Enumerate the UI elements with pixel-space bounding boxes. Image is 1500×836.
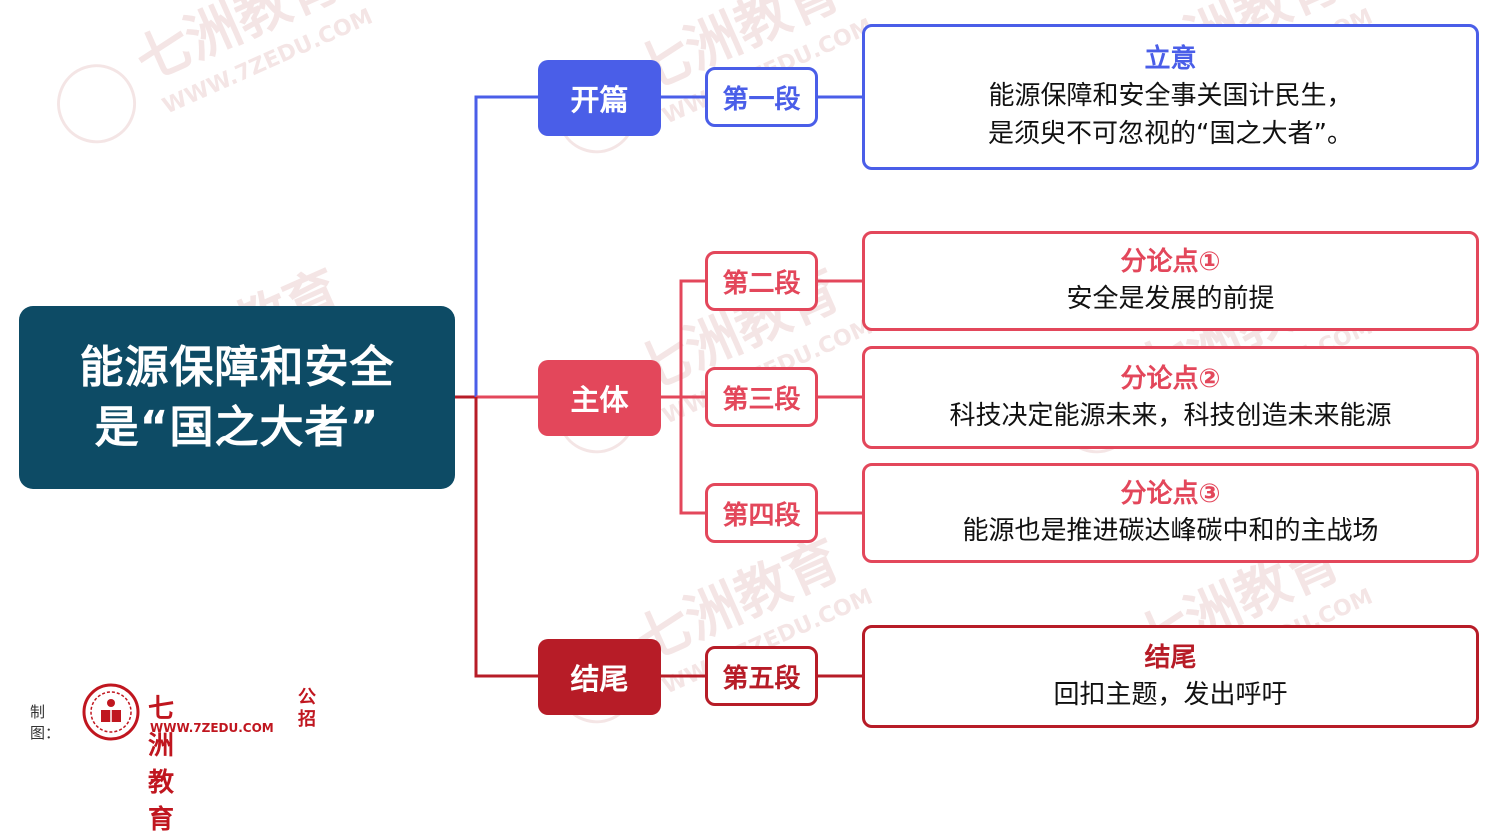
root-title-line1: 能源保障和安全: [79, 341, 395, 393]
section-node-zhuti: 主体: [538, 360, 661, 436]
section-node-jiewei: 结尾: [538, 639, 661, 715]
content-box-jiewei: 结尾 回扣主题，发出呼吁: [862, 625, 1479, 728]
root-title-line2: 是“国之大者”: [94, 401, 380, 453]
brand-tag: 公招: [298, 687, 316, 730]
box-text-line: 能源也是推进碳达峰碳中和的主战场: [962, 516, 1379, 546]
paragraph-node-3: 第三段: [705, 367, 818, 427]
brand-name: 七洲教育: [148, 694, 177, 835]
box-text-line: 是须臾不可忽视的“国之大者”。: [988, 119, 1353, 149]
connector-kaipian: [474, 95, 538, 397]
box-text-line: 回扣主题，发出呼吁: [1053, 679, 1288, 710]
brand-logo-icon: [82, 683, 140, 741]
box-heading: 分论点③: [1120, 479, 1221, 509]
connector-jiewei: [474, 397, 538, 678]
box-heading: 结尾: [1144, 642, 1197, 673]
credit-label: 制图：: [30, 703, 61, 742]
root-node: 能源保障和安全 是“国之大者”: [19, 306, 455, 489]
section-node-kaipian: 开篇: [538, 60, 661, 136]
paragraph-node-1: 第一段: [705, 67, 818, 127]
box-text-line: 能源保障和安全事关国计民生，: [988, 81, 1353, 111]
content-box-point-1: 分论点① 安全是发展的前提: [862, 231, 1479, 331]
content-box-point-3: 分论点③ 能源也是推进碳达峰碳中和的主战场: [862, 463, 1479, 563]
connector-lines: [455, 95, 862, 678]
paragraph-node-4: 第四段: [705, 483, 818, 543]
content-box-liyi: 立意 能源保障和安全事关国计民生， 是须臾不可忽视的“国之大者”。: [862, 24, 1479, 170]
paragraph-node-2: 第二段: [705, 251, 818, 311]
brand-url: WWW.7ZEDU.COM: [150, 721, 274, 735]
box-heading: 分论点②: [1120, 363, 1221, 394]
paragraph-node-5: 第五段: [705, 646, 818, 706]
box-text-line: 科技决定能源未来，科技创造未来能源: [949, 400, 1392, 431]
content-box-point-2: 分论点② 科技决定能源未来，科技创造未来能源: [862, 346, 1479, 449]
box-heading: 立意: [1144, 44, 1197, 74]
box-heading: 分论点①: [1120, 247, 1221, 277]
box-text-line: 安全是发展的前提: [1066, 284, 1275, 314]
